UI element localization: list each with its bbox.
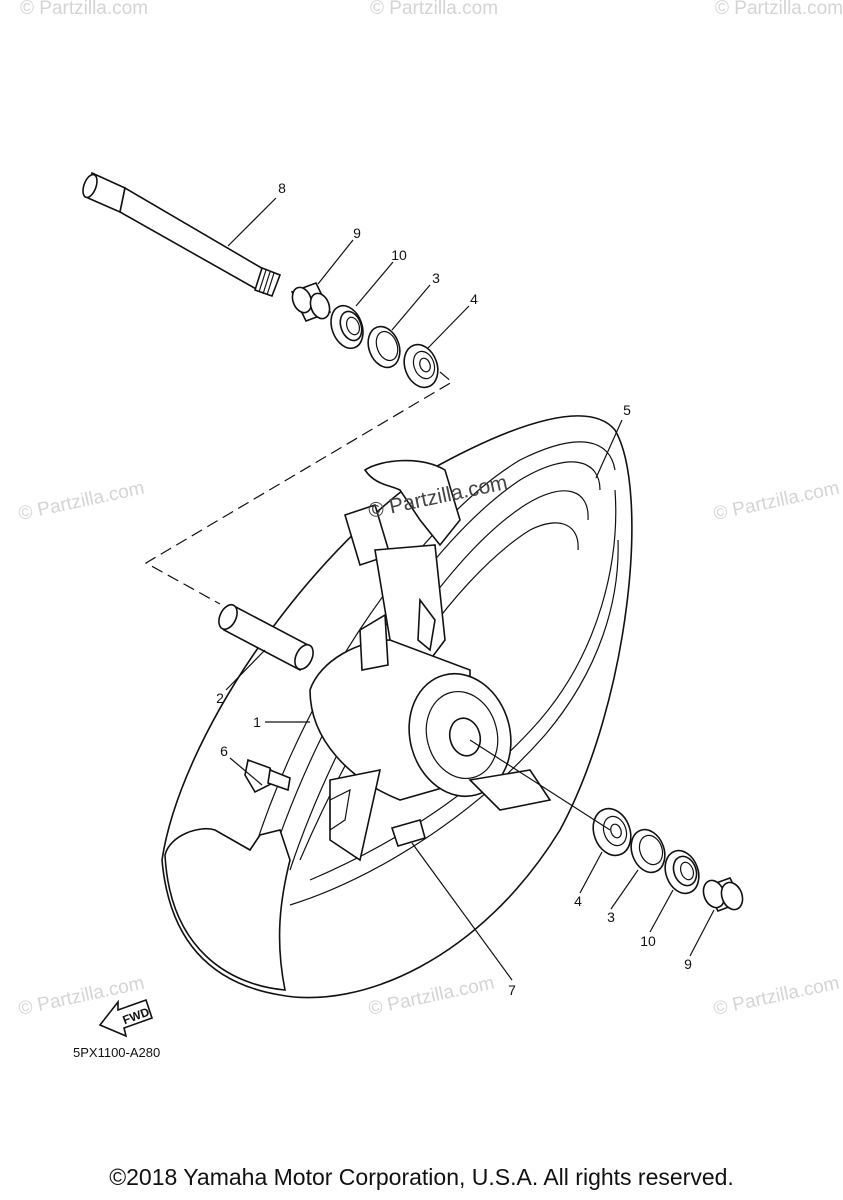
part-9-collar-bottom: [702, 877, 744, 912]
callout-8: 8: [278, 180, 286, 196]
callout-numbers: 8 9 10 3 4 5 2 1 6 7 4 3 10 9: [216, 180, 692, 998]
watermark-top-left: © Partzilla.com: [20, 0, 148, 19]
callout-10-bottom: 10: [640, 933, 656, 949]
copyright-notice: ©2018 Yamaha Motor Corporation, U.S.A. A…: [109, 1164, 734, 1190]
part-10-oil-seal-bottom: [664, 849, 700, 895]
part-code: 5PX1100-A280: [73, 1045, 160, 1060]
part-1-wheel-hub: [309, 544, 552, 862]
watermark-top-center: © Partzilla.com: [370, 0, 498, 19]
part-2-collar: [218, 603, 314, 672]
fwd-arrow-icon: FWD: [98, 998, 154, 1038]
part-4-bearing-bottom: [592, 807, 632, 857]
callout-7: 7: [508, 982, 516, 998]
callout-3-bottom: 3: [607, 909, 615, 925]
callout-4-top: 4: [470, 291, 478, 307]
callout-4-bottom: 4: [574, 893, 582, 909]
callout-9-bottom: 9: [684, 956, 692, 972]
watermark-mid-right: © Partzilla.com: [712, 478, 842, 525]
axle-line-bottom: [469, 739, 611, 831]
callout-10-top: 10: [391, 247, 407, 263]
watermark-mid-left: © Partzilla.com: [17, 478, 147, 525]
callout-3-top: 3: [432, 270, 440, 286]
part-6-valve: [244, 758, 291, 794]
part-4-bearing-top: [403, 343, 439, 389]
callout-2: 2: [216, 690, 224, 706]
part-7-balance-weight: [390, 819, 426, 847]
callout-5: 5: [623, 402, 631, 418]
part-8-axle: [82, 171, 282, 298]
part-9-collar-top: [290, 281, 332, 323]
part-3-spacer-top: [367, 325, 401, 369]
axle-center-line: [144, 371, 454, 605]
watermark-top-right: © Partzilla.com: [715, 0, 843, 19]
watermark-bottom-right: © Partzilla.com: [712, 973, 842, 1020]
callout-9-top: 9: [353, 225, 361, 241]
leader-lines: [225, 197, 715, 981]
part-3-spacer-bottom: [630, 828, 666, 874]
part-10-oil-seal-top: [330, 304, 364, 350]
callout-6: 6: [220, 743, 228, 759]
callout-1: 1: [253, 714, 261, 730]
